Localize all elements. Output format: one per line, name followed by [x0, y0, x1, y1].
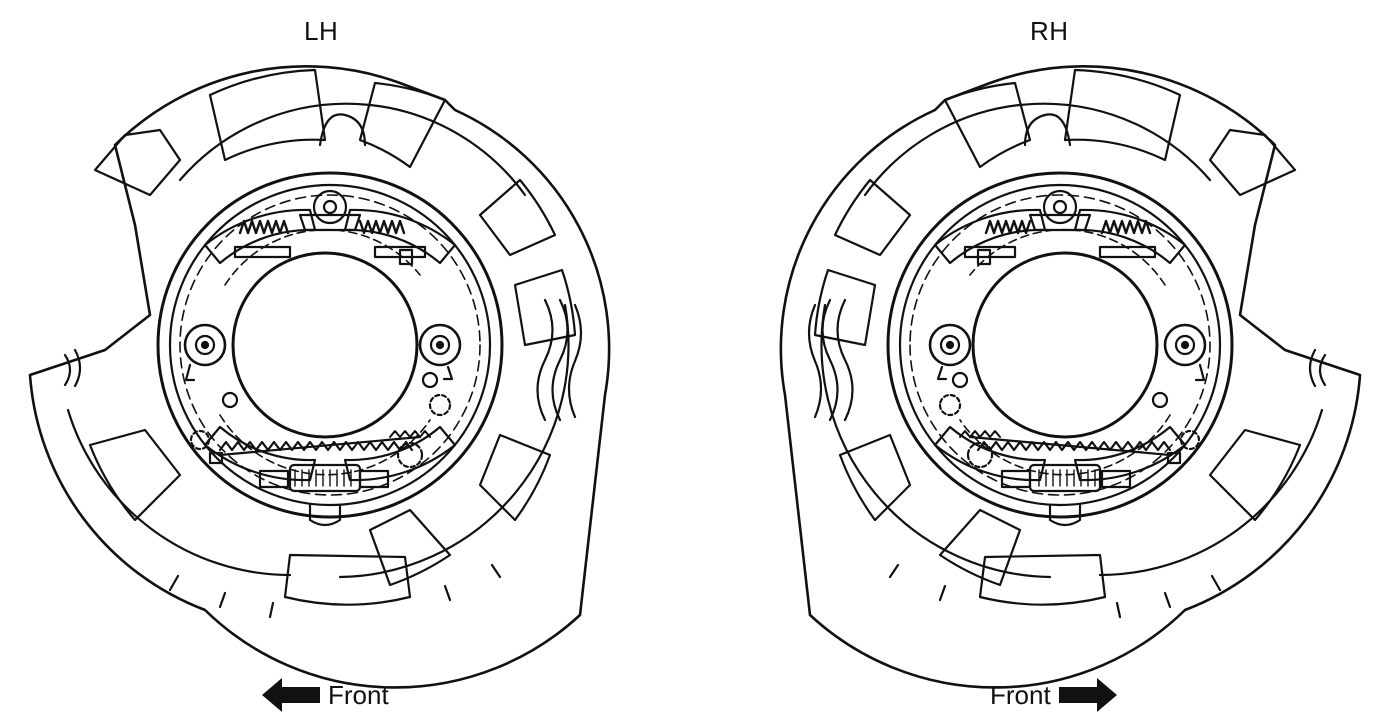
lh-brake-assembly — [28, 64, 611, 689]
lh-front-label: Front — [328, 679, 389, 710]
lh-front-indicator: Front — [262, 678, 389, 712]
rh-brake-assembly — [779, 64, 1362, 689]
right-arrow-icon — [1058, 678, 1117, 712]
rh-front-label: Front — [990, 679, 1051, 710]
lh-label: LH — [304, 16, 339, 46]
rh-front-indicator: Front — [990, 678, 1117, 712]
left-arrow-icon — [262, 678, 320, 712]
rh-label: RH — [1030, 16, 1069, 46]
